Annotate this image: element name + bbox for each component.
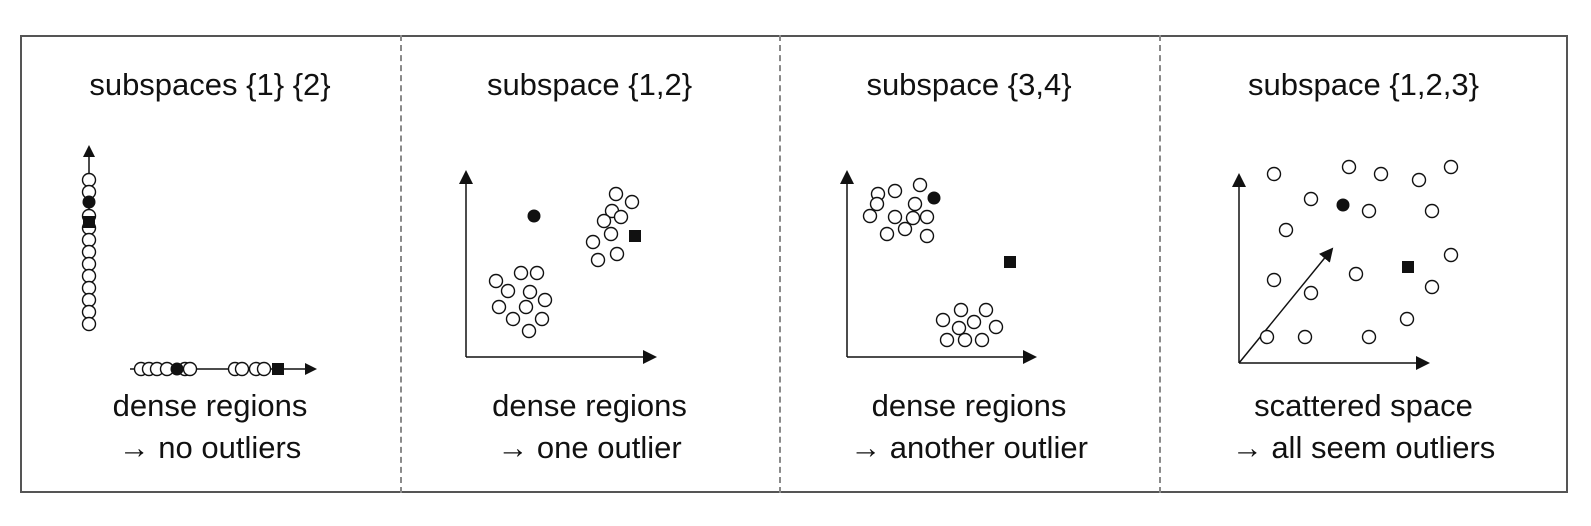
caption-line-2: → all seem outliers	[1231, 430, 1496, 465]
dense-cluster-upper	[862, 177, 935, 244]
panel-divider-2	[779, 35, 781, 493]
panel-caption: dense regions → no outliers	[20, 385, 400, 469]
panel-title: subspaces {1} {2}	[89, 67, 331, 102]
outlier-square-marker-x	[272, 363, 284, 375]
panel-subspace-3-4: subspace {3,4} dense regions → an	[779, 35, 1159, 493]
panel-1-plot	[81, 145, 317, 377]
caption-line-1: scattered space	[1254, 388, 1473, 423]
caption-line-2: → no outliers	[118, 430, 302, 465]
panel-2-plot	[459, 170, 657, 364]
z-axis-arrow	[1238, 247, 1334, 364]
panel-title: subspace {3,4}	[866, 67, 1072, 102]
panel-caption: scattered space → all seem outliers	[1159, 385, 1568, 469]
circle-marker	[927, 191, 941, 205]
dense-cluster-upper	[585, 186, 640, 268]
square-marker	[629, 230, 641, 242]
caption-line-2: → one outlier	[497, 430, 682, 465]
panel-3-plot	[840, 170, 1037, 364]
outlier-circle-marker-x	[170, 362, 184, 376]
outlier-square-marker	[1004, 256, 1016, 268]
caption-line-2: → another outlier	[850, 430, 1088, 465]
panel-subspaces-1-2: subspaces {1} {2} dense reg	[20, 35, 400, 493]
scattered-points	[1259, 159, 1459, 345]
square-marker	[1402, 261, 1414, 273]
panel-title: subspace {1,2}	[486, 67, 693, 102]
outlier-circle-marker	[82, 195, 96, 209]
panel-divider-3	[1159, 35, 1161, 493]
circle-marker	[1336, 198, 1350, 212]
caption-line-1: dense regions	[871, 388, 1067, 423]
dense-cluster-lower	[935, 302, 1004, 348]
panel-caption: dense regions → another outlier	[779, 385, 1159, 469]
outlier-circle-marker	[527, 209, 541, 223]
panel-title: subspace {1,2,3}	[1248, 67, 1479, 102]
panel-divider-1	[400, 35, 402, 493]
caption-line-1: dense regions	[112, 388, 308, 423]
panel-4-plot	[1232, 159, 1459, 370]
outlier-square-marker	[83, 216, 95, 228]
dense-cluster-lower	[488, 265, 553, 339]
panel-subspace-1-2: subspace {1,2} dense regions → on	[400, 35, 779, 493]
caption-line-1: dense regions	[492, 388, 687, 423]
panel-caption: dense regions → one outlier	[400, 385, 779, 469]
panel-subspace-1-2-3: subspace {1,2,3} scattered space → all s…	[1159, 35, 1568, 493]
figure-frame	[20, 35, 1568, 493]
